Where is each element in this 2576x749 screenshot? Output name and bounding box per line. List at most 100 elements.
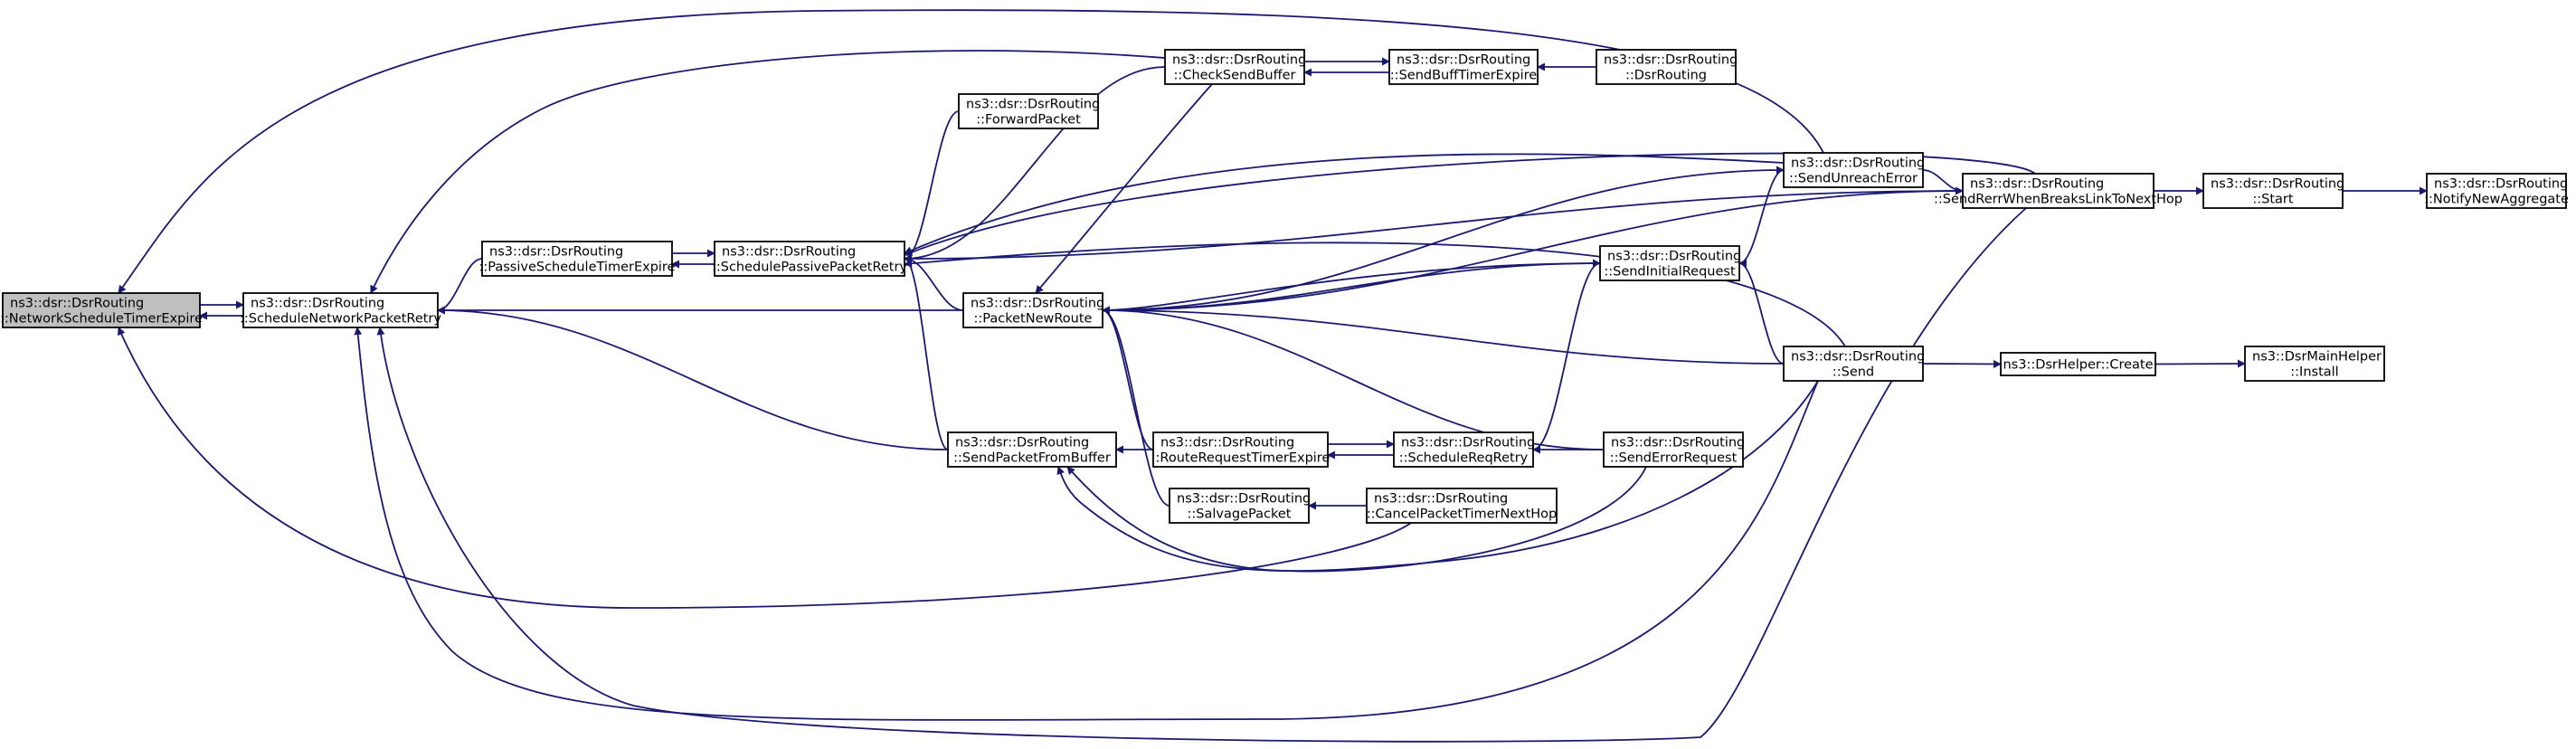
- edge-cancelpackettimer-to-root: [118, 327, 1412, 609]
- edge-sendpacketfrombuffer-to-sppretry: [904, 254, 949, 450]
- node-notifynewaggregate[interactable]: ns3::dsr::DsrRouting::NotifyNewAggregate: [2424, 173, 2569, 209]
- node-dsrrouting[interactable]: ns3::dsr::DsrRouting::DsrRouting: [1596, 49, 1738, 85]
- edge-salvagepacket-to-packetnewroute: [1102, 306, 1170, 507]
- edge-send-to-snpretry: [354, 327, 1819, 721]
- edge-sendunreacherror-to-sendrerr: [1922, 169, 1964, 195]
- node-box: [1603, 431, 1744, 468]
- node-label-namespace: ns3::DsrHelper::Create: [2003, 358, 2153, 373]
- edge-sendpacketfrombuffer-to-snpretry: [437, 306, 949, 450]
- edge-layer: [118, 9, 2428, 743]
- edge-forwardpacket-to-sppretry: [904, 110, 960, 263]
- edge-senderrorrequest-to-sendpacketfrombuffer: [1066, 466, 1647, 573]
- edge-checksendbuffer-to-sppretry: [904, 66, 1166, 263]
- node-label-namespace: ns3::dsr::DsrRouting: [1791, 350, 1925, 365]
- node-forwardpacket[interactable]: ns3::dsr::DsrRouting::ForwardPacket: [958, 93, 1100, 129]
- node-box: [962, 292, 1103, 328]
- node-snpretry[interactable]: ns3::dsr::DsrRouting::ScheduleNetworkPac…: [240, 292, 441, 328]
- node-box: [714, 241, 905, 277]
- node-packetnewroute[interactable]: ns3::dsr::DsrRouting::PacketNewRoute: [962, 292, 1104, 328]
- node-box: [2, 292, 201, 328]
- edge-sendinitialrequest-to-sendunreacherror: [1738, 166, 1785, 264]
- node-sendpacketfrombuffer[interactable]: ns3::dsr::DsrRouting::SendPacketFromBuff…: [947, 431, 1117, 468]
- edge-send-to-sendpacketfrombuffer: [1056, 380, 1819, 573]
- edge-sendunreacherror-to-sppretry: [904, 153, 1785, 254]
- node-label-method: ::SendRerrWhenBreaksLinkToNextHop: [1934, 193, 2183, 207]
- node-checksendbuffer[interactable]: ns3::dsr::DsrRouting::CheckSendBuffer: [1164, 49, 1306, 85]
- node-schedulereqretry[interactable]: ns3::dsr::DsrRouting::ScheduleReqRetry: [1393, 431, 1535, 468]
- node-label-method: ::CheckSendBuffer: [1174, 69, 1296, 83]
- node-label-method: ::Send: [1833, 365, 1874, 380]
- node-dsrhelpercreate[interactable]: ns3::DsrHelper::Create: [2000, 352, 2156, 376]
- node-layer: ns3::dsr::DsrRouting::NetworkScheduleTim…: [0, 49, 2569, 524]
- node-label-method: ::SendErrorRequest: [1610, 451, 1738, 466]
- edge-routerequesttimerexpire-to-packetnewroute: [1102, 306, 1154, 450]
- edge-send-to-packetnewroute: [1102, 306, 1785, 365]
- edge-checksendbuffer-to-packetnewroute: [1035, 83, 1213, 294]
- node-sendrerr[interactable]: ns3::dsr::DsrRouting::SendRerrWhenBreaks…: [1934, 173, 2183, 209]
- node-label-namespace: ns3::dsr::DsrRouting: [1160, 436, 1294, 450]
- node-label-method: ::Start: [2252, 193, 2294, 207]
- edge-sendrerr-to-sppretry-2: [904, 152, 2036, 257]
- node-box: [1962, 173, 2155, 209]
- node-box: [1388, 49, 1539, 85]
- node-label-method: ::ScheduleReqRetry: [1399, 451, 1529, 466]
- node-sendinitialrequest[interactable]: ns3::dsr::DsrRouting::SendInitialRequest: [1599, 245, 1741, 281]
- node-label-method: ::PacketNewRoute: [974, 312, 1093, 327]
- node-sppretry[interactable]: ns3::dsr::DsrRouting::SchedulePassivePac…: [712, 241, 907, 277]
- edge-send-to-sppretry: [904, 242, 1846, 347]
- node-label-method: ::SendInitialRequest: [1604, 265, 1736, 280]
- node-box: [947, 431, 1117, 468]
- edge-senderrorrequest-to-packetnewroute: [1102, 306, 1605, 450]
- node-label-method: ::SendPacketFromBuffer: [953, 451, 1111, 466]
- node-label-method: ::RouteRequestTimerExpire: [1151, 451, 1331, 466]
- edge-dsrhelpercreate-to-dsrmainhelperinstall: [2155, 359, 2246, 368]
- node-salvagepacket[interactable]: ns3::dsr::DsrRouting::SalvagePacket: [1169, 488, 1311, 524]
- node-label-namespace: ns3::dsr::DsrRouting: [1374, 492, 1508, 507]
- node-box: [481, 241, 673, 277]
- node-box: [2244, 346, 2385, 382]
- node-sendbufftimerexpire[interactable]: ns3::dsr::DsrRouting::SendBuffTimerExpir…: [1388, 49, 1539, 85]
- node-box: [958, 93, 1099, 129]
- edge-sendrerr-to-snpretry: [376, 207, 2027, 743]
- node-start[interactable]: ns3::dsr::DsrRouting::Start: [2202, 173, 2344, 209]
- node-label-method: ::NotifyNewAggregate: [2424, 193, 2569, 207]
- node-box: [1783, 346, 1924, 382]
- node-dsrmainhelperinstall[interactable]: ns3::DsrMainHelper::Install: [2244, 346, 2385, 382]
- node-label-namespace: ns3::dsr::DsrRouting: [966, 98, 1100, 112]
- node-label-namespace: ns3::dsr::DsrRouting: [955, 436, 1089, 450]
- node-label-namespace: ns3::dsr::DsrRouting: [971, 297, 1104, 311]
- node-label-method: ::Install: [2290, 365, 2338, 380]
- node-send[interactable]: ns3::dsr::DsrRouting::Send: [1783, 346, 1925, 382]
- node-box: [1366, 488, 1558, 524]
- node-pstexpire[interactable]: ns3::dsr::DsrRouting::PassiveScheduleTim…: [478, 241, 676, 277]
- node-label-namespace: ns3::dsr::DsrRouting: [10, 297, 144, 311]
- node-label-namespace: ns3::dsr::DsrRouting: [1607, 250, 1741, 264]
- node-label-method: ::SalvagePacket: [1188, 507, 1292, 522]
- node-label-method: ::CancelPacketTimerNextHop: [1367, 507, 1558, 522]
- node-box: [1596, 49, 1737, 85]
- node-box: [1599, 245, 1740, 281]
- node-label-namespace: ns3::DsrMainHelper: [2252, 350, 2382, 365]
- node-label-method: ::SendBuffTimerExpire: [1390, 69, 1537, 83]
- node-label-method: ::ScheduleNetworkPacketRetry: [240, 312, 441, 327]
- node-box: [1164, 49, 1305, 85]
- edge-sendrerr-to-sppretry: [904, 190, 1964, 263]
- node-nstexpire[interactable]: ns3::dsr::DsrRouting::NetworkScheduleTim…: [0, 292, 203, 328]
- node-routerequesttimerexpire[interactable]: ns3::dsr::DsrRouting::RouteRequestTimerE…: [1151, 431, 1331, 468]
- node-label-method: ::SendUnreachError: [1789, 172, 1918, 186]
- node-label-namespace: ns3::dsr::DsrRouting: [251, 297, 384, 311]
- node-box: [1783, 152, 1924, 188]
- edge-senduunreacherror-to-root: [118, 9, 1824, 294]
- node-cancelpackettimernexthop[interactable]: ns3::dsr::DsrRouting::CancelPacketTimerN…: [1366, 488, 1558, 524]
- node-label-method: ::PassiveScheduleTimerExpire: [478, 261, 675, 275]
- node-box: [2426, 173, 2567, 209]
- node-senderrorrequest[interactable]: ns3::dsr::DsrRouting::SendErrorRequest: [1603, 431, 1745, 468]
- node-sendunreacherror[interactable]: ns3::dsr::DsrRouting::SendUnreachError: [1783, 152, 1925, 188]
- node-label-namespace: ns3::dsr::DsrRouting: [1791, 156, 1925, 171]
- node-label-namespace: ns3::dsr::DsrRouting: [1172, 53, 1306, 68]
- edge-sendinitialrequest-to-packetnewroute: [1102, 262, 1601, 315]
- node-label-namespace: ns3::dsr::DsrRouting: [489, 245, 623, 260]
- node-label-namespace: ns3::dsr::DsrRouting: [1401, 436, 1535, 450]
- node-label-namespace: ns3::dsr::DsrRouting: [722, 245, 856, 260]
